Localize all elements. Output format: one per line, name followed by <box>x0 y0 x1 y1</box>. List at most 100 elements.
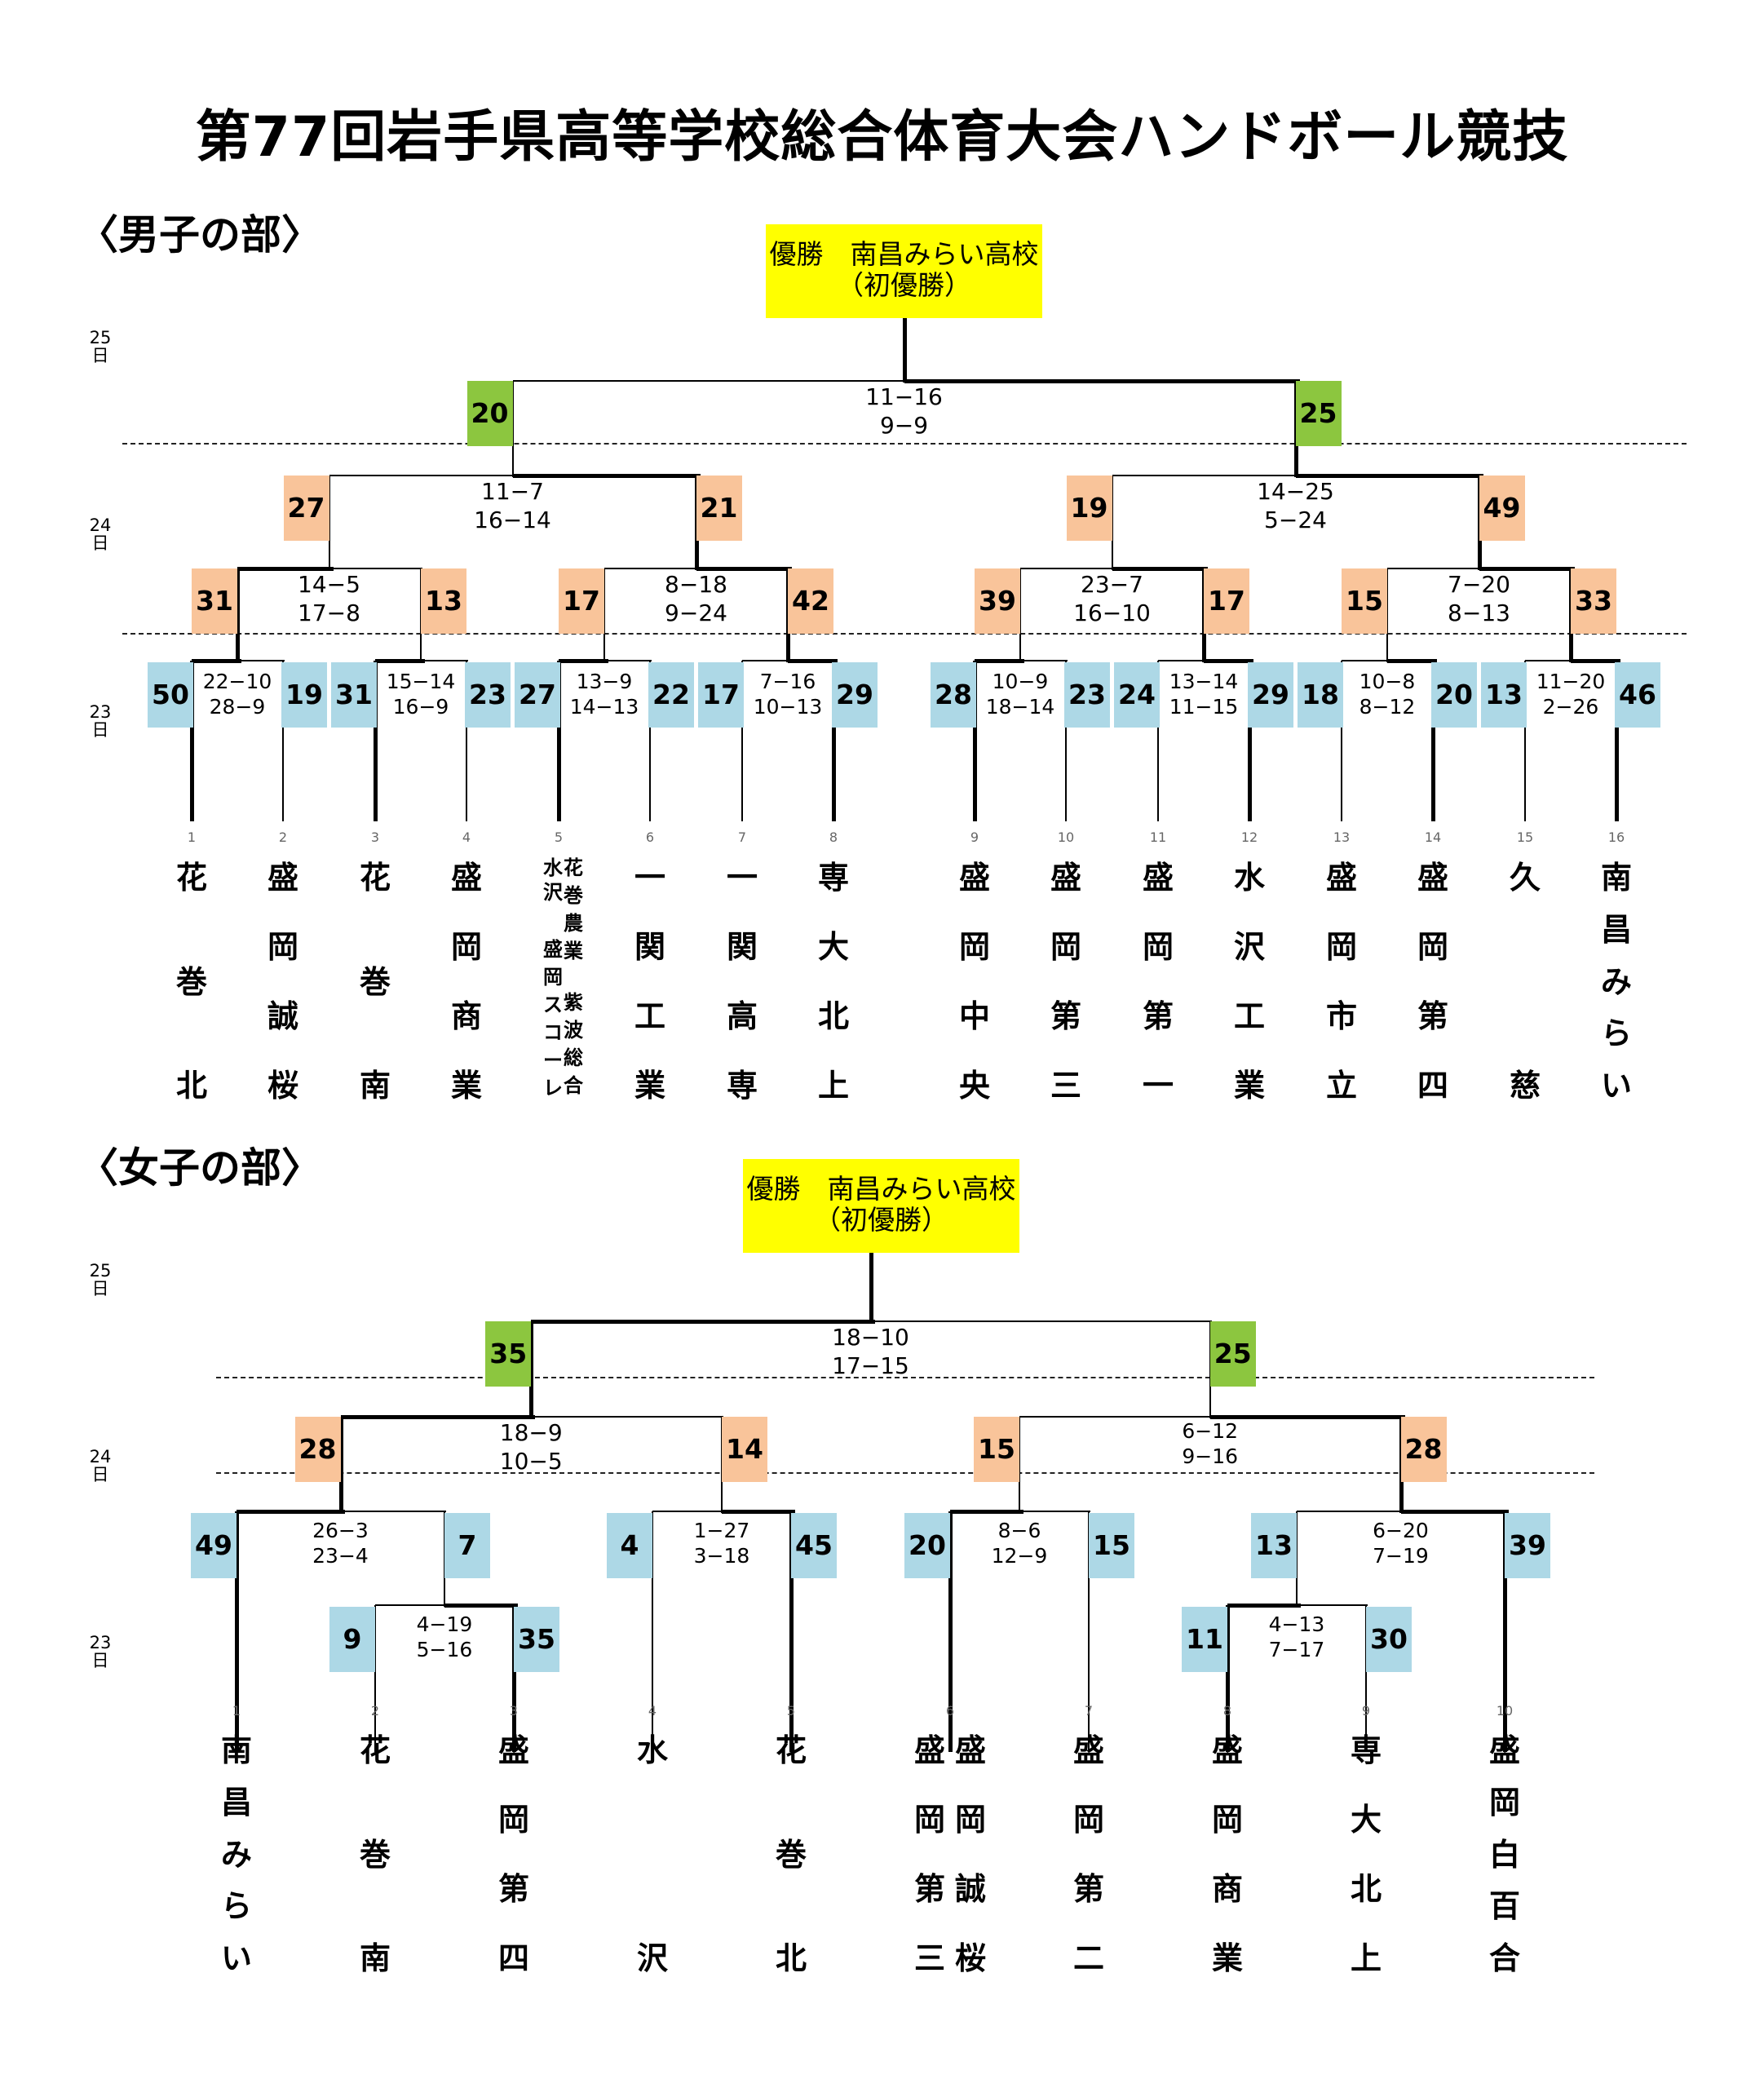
day-number: 23 <box>89 1633 112 1652</box>
seed-number: 3 <box>509 1703 519 1719</box>
team-name-char: 南 <box>1600 860 1632 896</box>
team-name-char: 南 <box>220 1732 252 1768</box>
set-score: 17−15 <box>832 1352 909 1379</box>
team-name: 南昌みらい <box>1596 852 1637 1104</box>
loser-crossbar <box>329 568 422 569</box>
team-name: 盛岡白百合 <box>1484 1725 1525 1976</box>
team-name-char: 花 <box>175 860 207 896</box>
team-name-char: 二 <box>1072 1940 1104 1976</box>
loser-crossbar <box>742 660 789 661</box>
team-name-char: 沢 <box>636 1940 668 1976</box>
score-box-left: 15 <box>974 1417 1019 1482</box>
set-score: 4−19 <box>416 1612 473 1636</box>
seed-number: 5 <box>786 1703 796 1719</box>
girls-champion-box: 優勝 南昌みらい高校 （初優勝） <box>743 1159 1019 1253</box>
day-number: 25 <box>89 1261 112 1281</box>
team-name-char: 大 <box>1350 1802 1382 1838</box>
team-name-char: 誠 <box>267 998 298 1034</box>
set-score: 15−14 <box>386 670 456 693</box>
bracket-line-left <box>328 476 330 570</box>
bracket-line-left <box>190 661 194 821</box>
seed-number: 1 <box>187 829 197 845</box>
joint-team-char: コ <box>543 1021 563 1044</box>
bracket-line-left <box>236 568 240 662</box>
loser-crossbar <box>421 660 468 661</box>
loser-crossbar <box>375 1604 446 1606</box>
loser-crossbar <box>1342 660 1389 661</box>
score-box-left: 50 <box>148 662 193 728</box>
bracket-line-left <box>741 661 743 821</box>
team-name-char: 南 <box>359 1068 391 1104</box>
seed-number: 9 <box>1361 1703 1371 1719</box>
set-score: 28−9 <box>209 695 266 719</box>
joint-team-char: 第 <box>913 1871 945 1907</box>
score-box-right: 29 <box>832 662 878 728</box>
team-name-char: 岡 <box>1142 929 1174 965</box>
bracket-line-right <box>1615 661 1619 821</box>
score-box-right: 29 <box>1248 662 1293 728</box>
team-name-char: 立 <box>1325 1068 1357 1104</box>
set-score: 14−5 <box>298 571 360 598</box>
winner-crossbar <box>375 659 425 663</box>
score-box-right: 23 <box>1064 662 1110 728</box>
set-score: 8−12 <box>1359 695 1416 719</box>
joint-team-char: 岡 <box>543 966 563 989</box>
team-name-char: 花 <box>359 860 391 896</box>
loser-crossbar <box>652 1511 723 1512</box>
score-box-right: 39 <box>1505 1513 1550 1578</box>
girls-section-label: 〈女子の部〉 <box>77 1144 322 1192</box>
score-box-right: 15 <box>1089 1513 1134 1578</box>
team-name-char: 慈 <box>1509 1068 1541 1104</box>
joint-team-char: 波 <box>564 1019 583 1042</box>
team-name-char: ら <box>220 1888 252 1925</box>
winner-crossbar <box>1571 659 1620 663</box>
score-box-left: 28 <box>931 662 976 728</box>
bracket-line-left <box>557 661 561 821</box>
team-name-char: 央 <box>958 1068 990 1104</box>
winner-crossbar <box>1400 1510 1509 1514</box>
team-name: 専大北上 <box>813 852 854 1104</box>
bracket-line-left <box>1157 661 1159 821</box>
bracket-line-right <box>1431 661 1435 821</box>
team-name-char: 業 <box>634 1068 665 1104</box>
bracket-line-right <box>512 1605 516 1752</box>
girls-champion-line1: 優勝 南昌みらい高校 <box>746 1173 1016 1205</box>
loser-crossbar <box>1297 1511 1403 1512</box>
team-name-char: 中 <box>958 998 990 1034</box>
set-score: 14−13 <box>569 695 639 719</box>
day-number: 24 <box>89 1447 112 1466</box>
team-name-char: ら <box>1600 1015 1632 1052</box>
team-name-char: 三 <box>1050 1068 1081 1104</box>
score-box-left: 11 <box>1182 1607 1227 1672</box>
set-score: 18−10 <box>832 1324 909 1351</box>
set-score: 1−27 <box>693 1519 750 1542</box>
winner-crossbar <box>904 379 1300 383</box>
joint-team-char: 桜 <box>954 1940 986 1976</box>
team-name: 盛岡商業 <box>446 852 487 1104</box>
bracket-line-left <box>1296 1511 1298 1607</box>
dashed-separator <box>216 1377 1594 1378</box>
winner-crossbar <box>1295 474 1483 478</box>
team-name-char: 水 <box>1233 860 1265 896</box>
bracket-line-right <box>832 661 836 821</box>
set-score: 18−9 <box>499 1419 563 1446</box>
team-name-char: 岡 <box>1325 929 1357 965</box>
team-name-char: 第 <box>1072 1871 1104 1907</box>
seed-number: 6 <box>645 829 655 845</box>
seed-number: 7 <box>1084 1703 1094 1719</box>
joint-team-char: 誠 <box>954 1871 986 1907</box>
score-box-right: 20 <box>1431 662 1477 728</box>
team-name: 水沢工業 <box>1229 852 1270 1104</box>
bracket-line-left <box>1524 661 1526 821</box>
winner-crossbar <box>1209 1415 1405 1419</box>
set-score: 7−20 <box>1448 571 1510 598</box>
team-name-char: 工 <box>634 998 665 1034</box>
team-name-char: 第 <box>1050 998 1081 1034</box>
set-score: 8−13 <box>1448 599 1510 626</box>
